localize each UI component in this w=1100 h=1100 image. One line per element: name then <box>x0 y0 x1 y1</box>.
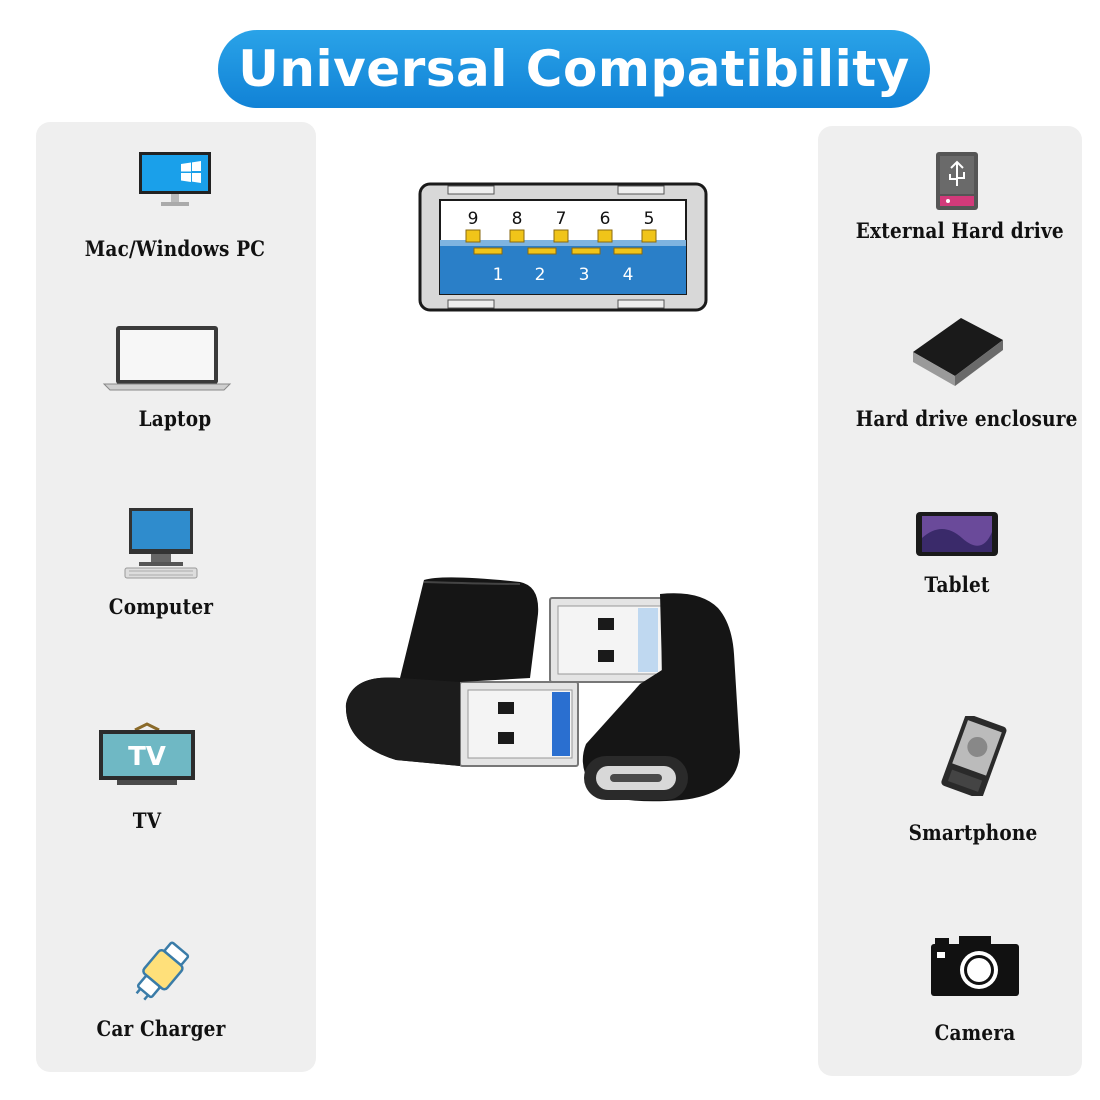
banner-title: Universal Compatibility <box>238 40 910 98</box>
device-label: TV <box>132 808 162 833</box>
device-label: Laptop <box>138 406 212 431</box>
left-device-panel <box>36 122 316 1072</box>
tablet-icon <box>916 512 998 556</box>
device-label: Mac/Windows PC <box>84 236 266 261</box>
pin-number: 4 <box>623 265 634 285</box>
device-label: Camera <box>934 1020 1016 1045</box>
right-device-panel <box>818 126 1082 1076</box>
device-mac-windows-pc: Mac/Windows PC <box>60 150 290 261</box>
usb-pinout-diagram: 9 8 7 6 5 1 2 3 4 <box>418 182 708 312</box>
external-hard-drive-icon <box>936 152 978 210</box>
device-tablet: Tablet <box>842 508 1072 597</box>
pin-number: 2 <box>535 265 546 285</box>
device-label: Tablet <box>924 572 990 597</box>
computer-icon <box>124 508 198 579</box>
pin-number: 6 <box>600 209 611 229</box>
car-charger-icon <box>135 941 190 1001</box>
tv-icon: TV <box>99 722 195 785</box>
laptop-icon <box>102 326 232 391</box>
device-external-hard-drive: External Hard drive <box>842 150 1072 243</box>
pin-number: 8 <box>512 209 523 229</box>
device-label: Computer <box>108 594 214 619</box>
device-car-charger: Car Charger <box>46 938 276 1041</box>
smartphone-icon <box>941 716 1007 796</box>
pin-number: 1 <box>493 265 504 285</box>
pin-number: 5 <box>644 209 655 229</box>
pin-number: 7 <box>556 209 567 229</box>
device-label: External Hard drive <box>855 218 1064 243</box>
device-label: Hard drive enclosure <box>855 406 1078 431</box>
title-banner: Universal Compatibility <box>218 30 930 108</box>
pin-number: 9 <box>468 209 479 229</box>
device-smartphone: Smartphone <box>858 716 1088 845</box>
camera-icon <box>931 936 1019 996</box>
device-label: Car Charger <box>96 1016 226 1041</box>
desktop-monitor-icon <box>139 152 211 206</box>
hard-drive-enclosure-icon <box>913 318 1003 386</box>
device-laptop: Laptop <box>60 322 290 431</box>
device-tv: TV TV <box>32 722 262 833</box>
device-label: Smartphone <box>908 820 1038 845</box>
device-camera: Camera <box>860 932 1090 1045</box>
device-computer: Computer <box>46 506 276 619</box>
pin-number: 3 <box>579 265 590 285</box>
device-hard-drive-enclosure: Hard drive enclosure <box>842 312 1078 431</box>
tv-screen-text: TV <box>128 742 166 772</box>
adapter-product-image <box>345 577 740 802</box>
